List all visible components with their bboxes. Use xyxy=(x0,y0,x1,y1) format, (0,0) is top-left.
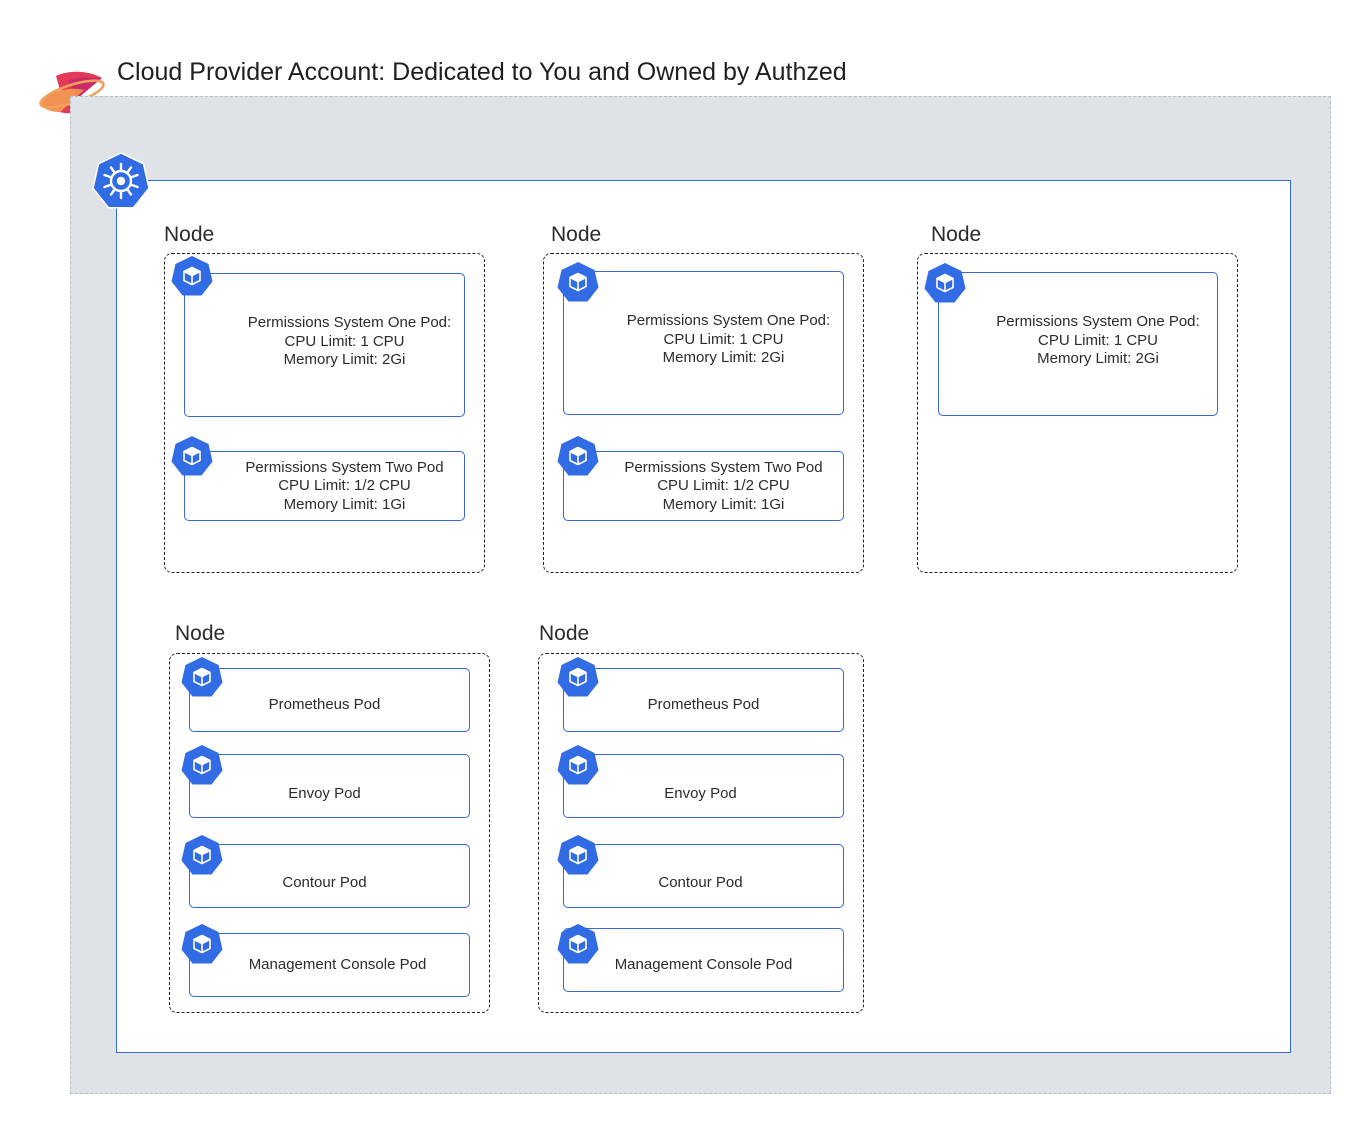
kubernetes-pod-cube-icon xyxy=(556,923,600,965)
diagram-title: Cloud Provider Account: Dedicated to You… xyxy=(117,58,847,86)
kubernetes-icon xyxy=(92,152,150,209)
pod-cpu-limit: CPU Limit: 1 CPU xyxy=(1037,332,1159,349)
pod-memory-limit: Memory Limit: 1Gi xyxy=(283,496,406,513)
node-5 xyxy=(538,653,864,1013)
permissions-system-one-pod: Permissions System One Pod: CPU Limit: 1… xyxy=(938,272,1218,416)
pod-title: Management Console Pod xyxy=(614,956,793,973)
node-label: Node xyxy=(931,223,982,246)
kubernetes-pod-cube-icon xyxy=(556,834,600,876)
prometheus-pod: Prometheus Pod xyxy=(563,668,844,732)
kubernetes-pod-cube-icon xyxy=(556,656,600,698)
node-2 xyxy=(543,253,864,573)
kubernetes-pod-cube-icon xyxy=(180,834,224,876)
kubernetes-pod-cube-icon xyxy=(180,656,224,698)
envoy-pod: Envoy Pod xyxy=(189,754,470,818)
pod-title: Envoy Pod xyxy=(288,785,361,802)
pod-title: Contour Pod xyxy=(658,874,743,891)
pod-cpu-limit: CPU Limit: 1/2 CPU xyxy=(657,477,790,494)
pod-memory-limit: Memory Limit: 1Gi xyxy=(662,496,785,513)
contour-pod: Contour Pod xyxy=(189,844,470,908)
kubernetes-pod-cube-icon xyxy=(170,255,214,297)
pod-title: Permissions System One Pod: xyxy=(247,314,452,331)
pod-title: Management Console Pod xyxy=(248,956,427,973)
pod-title: Envoy Pod xyxy=(664,785,737,802)
node-4 xyxy=(169,653,490,1013)
contour-pod: Contour Pod xyxy=(563,844,844,908)
permissions-system-two-pod: Permissions System Two Pod CPU Limit: 1/… xyxy=(563,451,844,521)
envoy-pod: Envoy Pod xyxy=(563,754,844,818)
pod-memory-limit: Memory Limit: 2Gi xyxy=(283,351,406,368)
prometheus-pod: Prometheus Pod xyxy=(189,668,470,732)
pod-title: Contour Pod xyxy=(282,874,367,891)
kubernetes-pod-cube-icon xyxy=(170,435,214,477)
pod-memory-limit: Memory Limit: 2Gi xyxy=(1037,350,1159,367)
permissions-system-two-pod: Permissions System Two Pod CPU Limit: 1/… xyxy=(184,451,465,521)
node-3 xyxy=(917,253,1238,573)
pod-title: Permissions System Two Pod xyxy=(245,459,444,476)
node-label: Node xyxy=(175,622,226,645)
permissions-system-one-pod: Permissions System One Pod: CPU Limit: 1… xyxy=(563,271,844,415)
permissions-system-one-pod: Permissions System One Pod: CPU Limit: 1… xyxy=(184,273,465,417)
pod-title: Prometheus Pod xyxy=(268,696,381,713)
kubernetes-pod-cube-icon xyxy=(556,744,600,786)
node-label: Node xyxy=(551,223,602,246)
node-label: Node xyxy=(164,223,215,246)
pod-title: Prometheus Pod xyxy=(647,696,760,713)
pod-cpu-limit: CPU Limit: 1 CPU xyxy=(663,331,784,348)
pod-title: Permissions System One Pod: xyxy=(626,312,831,329)
kubernetes-pod-cube-icon xyxy=(180,744,224,786)
kubernetes-pod-cube-icon xyxy=(923,262,967,304)
pod-title: Permissions System One Pod: xyxy=(996,313,1200,330)
pod-title: Permissions System Two Pod xyxy=(624,459,823,476)
management-console-pod: Management Console Pod xyxy=(563,928,844,992)
kubernetes-pod-cube-icon xyxy=(556,261,600,303)
node-label: Node xyxy=(539,622,590,645)
pod-memory-limit: Memory Limit: 2Gi xyxy=(662,349,785,366)
pod-cpu-limit: CPU Limit: 1 CPU xyxy=(284,333,405,350)
pod-cpu-limit: CPU Limit: 1/2 CPU xyxy=(278,477,411,494)
node-1 xyxy=(164,253,485,573)
kubernetes-pod-cube-icon xyxy=(556,435,600,477)
management-console-pod: Management Console Pod xyxy=(189,933,470,997)
kubernetes-pod-cube-icon xyxy=(180,923,224,965)
